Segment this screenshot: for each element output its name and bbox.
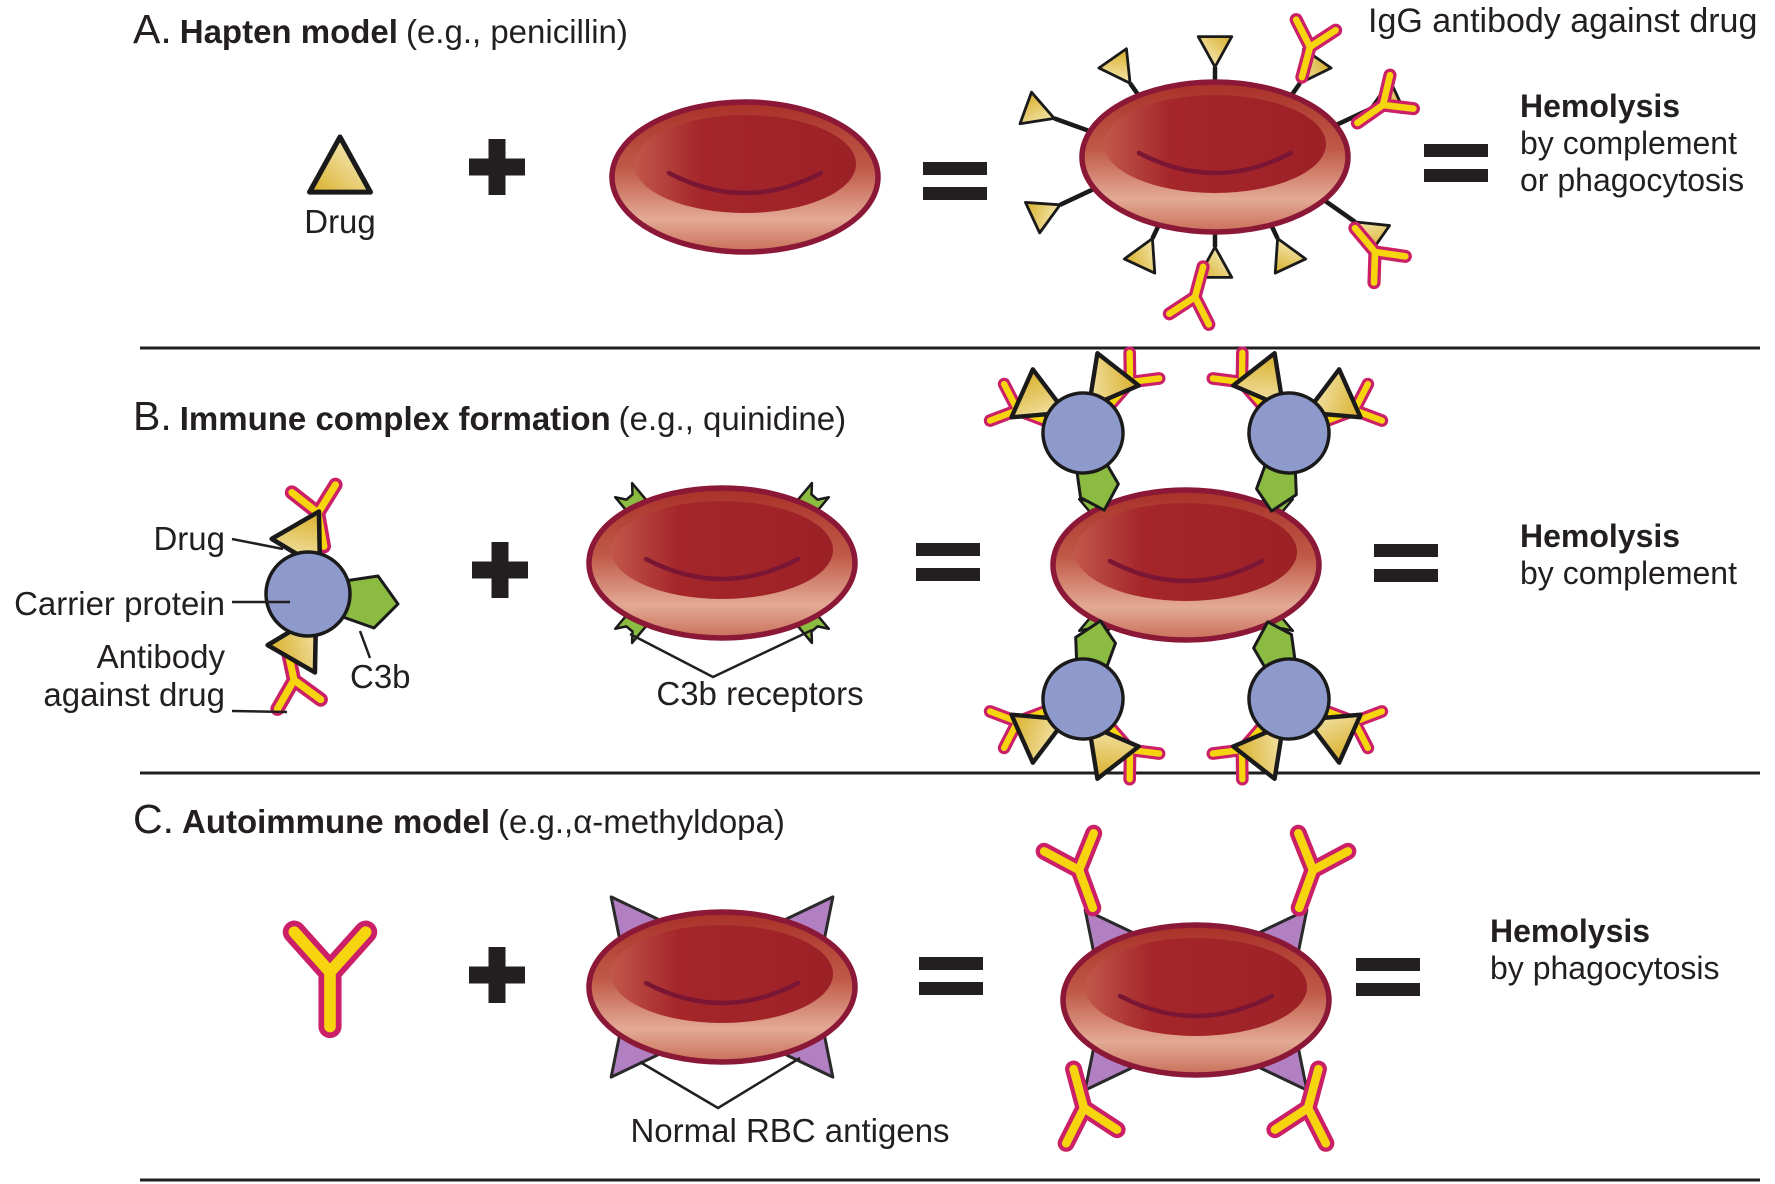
result-line: by complement: [1520, 125, 1737, 161]
section-example: (e.g.,α-methyldopa): [498, 803, 785, 840]
result-line: by complement: [1520, 555, 1737, 591]
antibody-against-drug-label: Antibody against drug: [0, 638, 225, 714]
section-title: Autoimmune model: [182, 803, 491, 840]
drug-triangle-icon: [1024, 188, 1069, 235]
label-pointer-lines: [231, 537, 372, 714]
c3b-receptors-label: C3b receptors: [656, 675, 864, 712]
drug-triangle-icon: [1097, 47, 1146, 95]
igg-antibody-icon: [1282, 20, 1335, 83]
antigen-pointer-lines: [639, 1056, 801, 1110]
result-b: Hemolysis by complement: [1520, 518, 1737, 592]
result-line: or phagocytosis: [1520, 162, 1745, 198]
equals-icon: [1424, 144, 1488, 182]
equals-icon: [923, 162, 987, 200]
drug-triangle-icon: [1122, 230, 1170, 275]
autoantibody-icon: [1274, 833, 1347, 917]
section-c-title: C.Autoimmune model(e.g.,α-methyldopa): [133, 795, 785, 853]
section-b-title: B.Immune complex formation(e.g., quinidi…: [133, 392, 846, 450]
red-blood-cell: [612, 102, 878, 252]
result-title: Hemolysis: [1520, 518, 1681, 554]
section-example: (e.g., quinidine): [618, 400, 847, 437]
plus-icon: [472, 542, 528, 598]
section-letter: B.: [133, 393, 172, 439]
igg-antibody-label: IgG antibody against drug: [1368, 2, 1758, 40]
igg-antibody-icon: [1346, 75, 1414, 139]
section-title: Hapten model: [179, 13, 398, 50]
drug-label: Drug: [153, 520, 225, 557]
drug-triangle-icon: [1196, 35, 1234, 69]
result-title: Hemolysis: [1520, 88, 1681, 124]
result-a: Hemolysis by complement or phagocytosis: [1520, 88, 1744, 199]
result-line: by phagocytosis: [1490, 950, 1720, 986]
red-blood-cell: [1063, 925, 1329, 1075]
drug-triangle-icon: [1018, 90, 1062, 136]
drug-label: Drug: [304, 203, 376, 240]
rbc-coated-with-drug: [1018, 20, 1414, 325]
rbc-with-c3b-receptors: [589, 481, 855, 645]
section-letter: C.: [133, 796, 174, 842]
rbc-with-immune-complexes: [981, 340, 1392, 792]
antibody-label-line: Antibody: [96, 638, 225, 675]
section-title: Immune complex formation: [179, 400, 611, 437]
carrier-protein-icon: [264, 550, 352, 638]
equals-icon: [1374, 544, 1438, 582]
red-blood-cell: [1082, 82, 1348, 232]
plus-icon: [469, 139, 525, 195]
equals-icon: [919, 957, 983, 995]
red-blood-cell: [1053, 490, 1319, 640]
antibody-label-line: against drug: [43, 676, 225, 713]
carrier-protein-label: Carrier protein: [14, 585, 225, 622]
autoantibody-icon: [1044, 833, 1117, 917]
section-example: (e.g., penicillin): [405, 13, 628, 50]
section-a-title: A.Hapten model(e.g., penicillin): [133, 5, 628, 63]
receptor-pointer-lines: [629, 628, 813, 679]
rbc-with-antigens: [589, 881, 855, 1093]
immune-complex: [264, 485, 400, 709]
red-blood-cell: [589, 912, 855, 1062]
normal-rbc-antigens-label: Normal RBC antigens: [630, 1112, 950, 1149]
result-title: Hemolysis: [1490, 913, 1651, 949]
result-c: Hemolysis by phagocytosis: [1490, 913, 1719, 987]
equals-icon: [1356, 958, 1420, 996]
drug-triangle-icon: [1260, 230, 1308, 275]
drug-triangle-icon: [310, 137, 371, 192]
equals-icon: [916, 543, 980, 581]
red-blood-cell: [589, 488, 855, 638]
plus-icon: [469, 947, 525, 1003]
autoantibody-icon: [294, 932, 365, 1027]
c3b-label: C3b: [350, 658, 411, 695]
section-letter: A.: [133, 6, 172, 52]
rbc-with-autoantibodies: [1044, 833, 1348, 1143]
